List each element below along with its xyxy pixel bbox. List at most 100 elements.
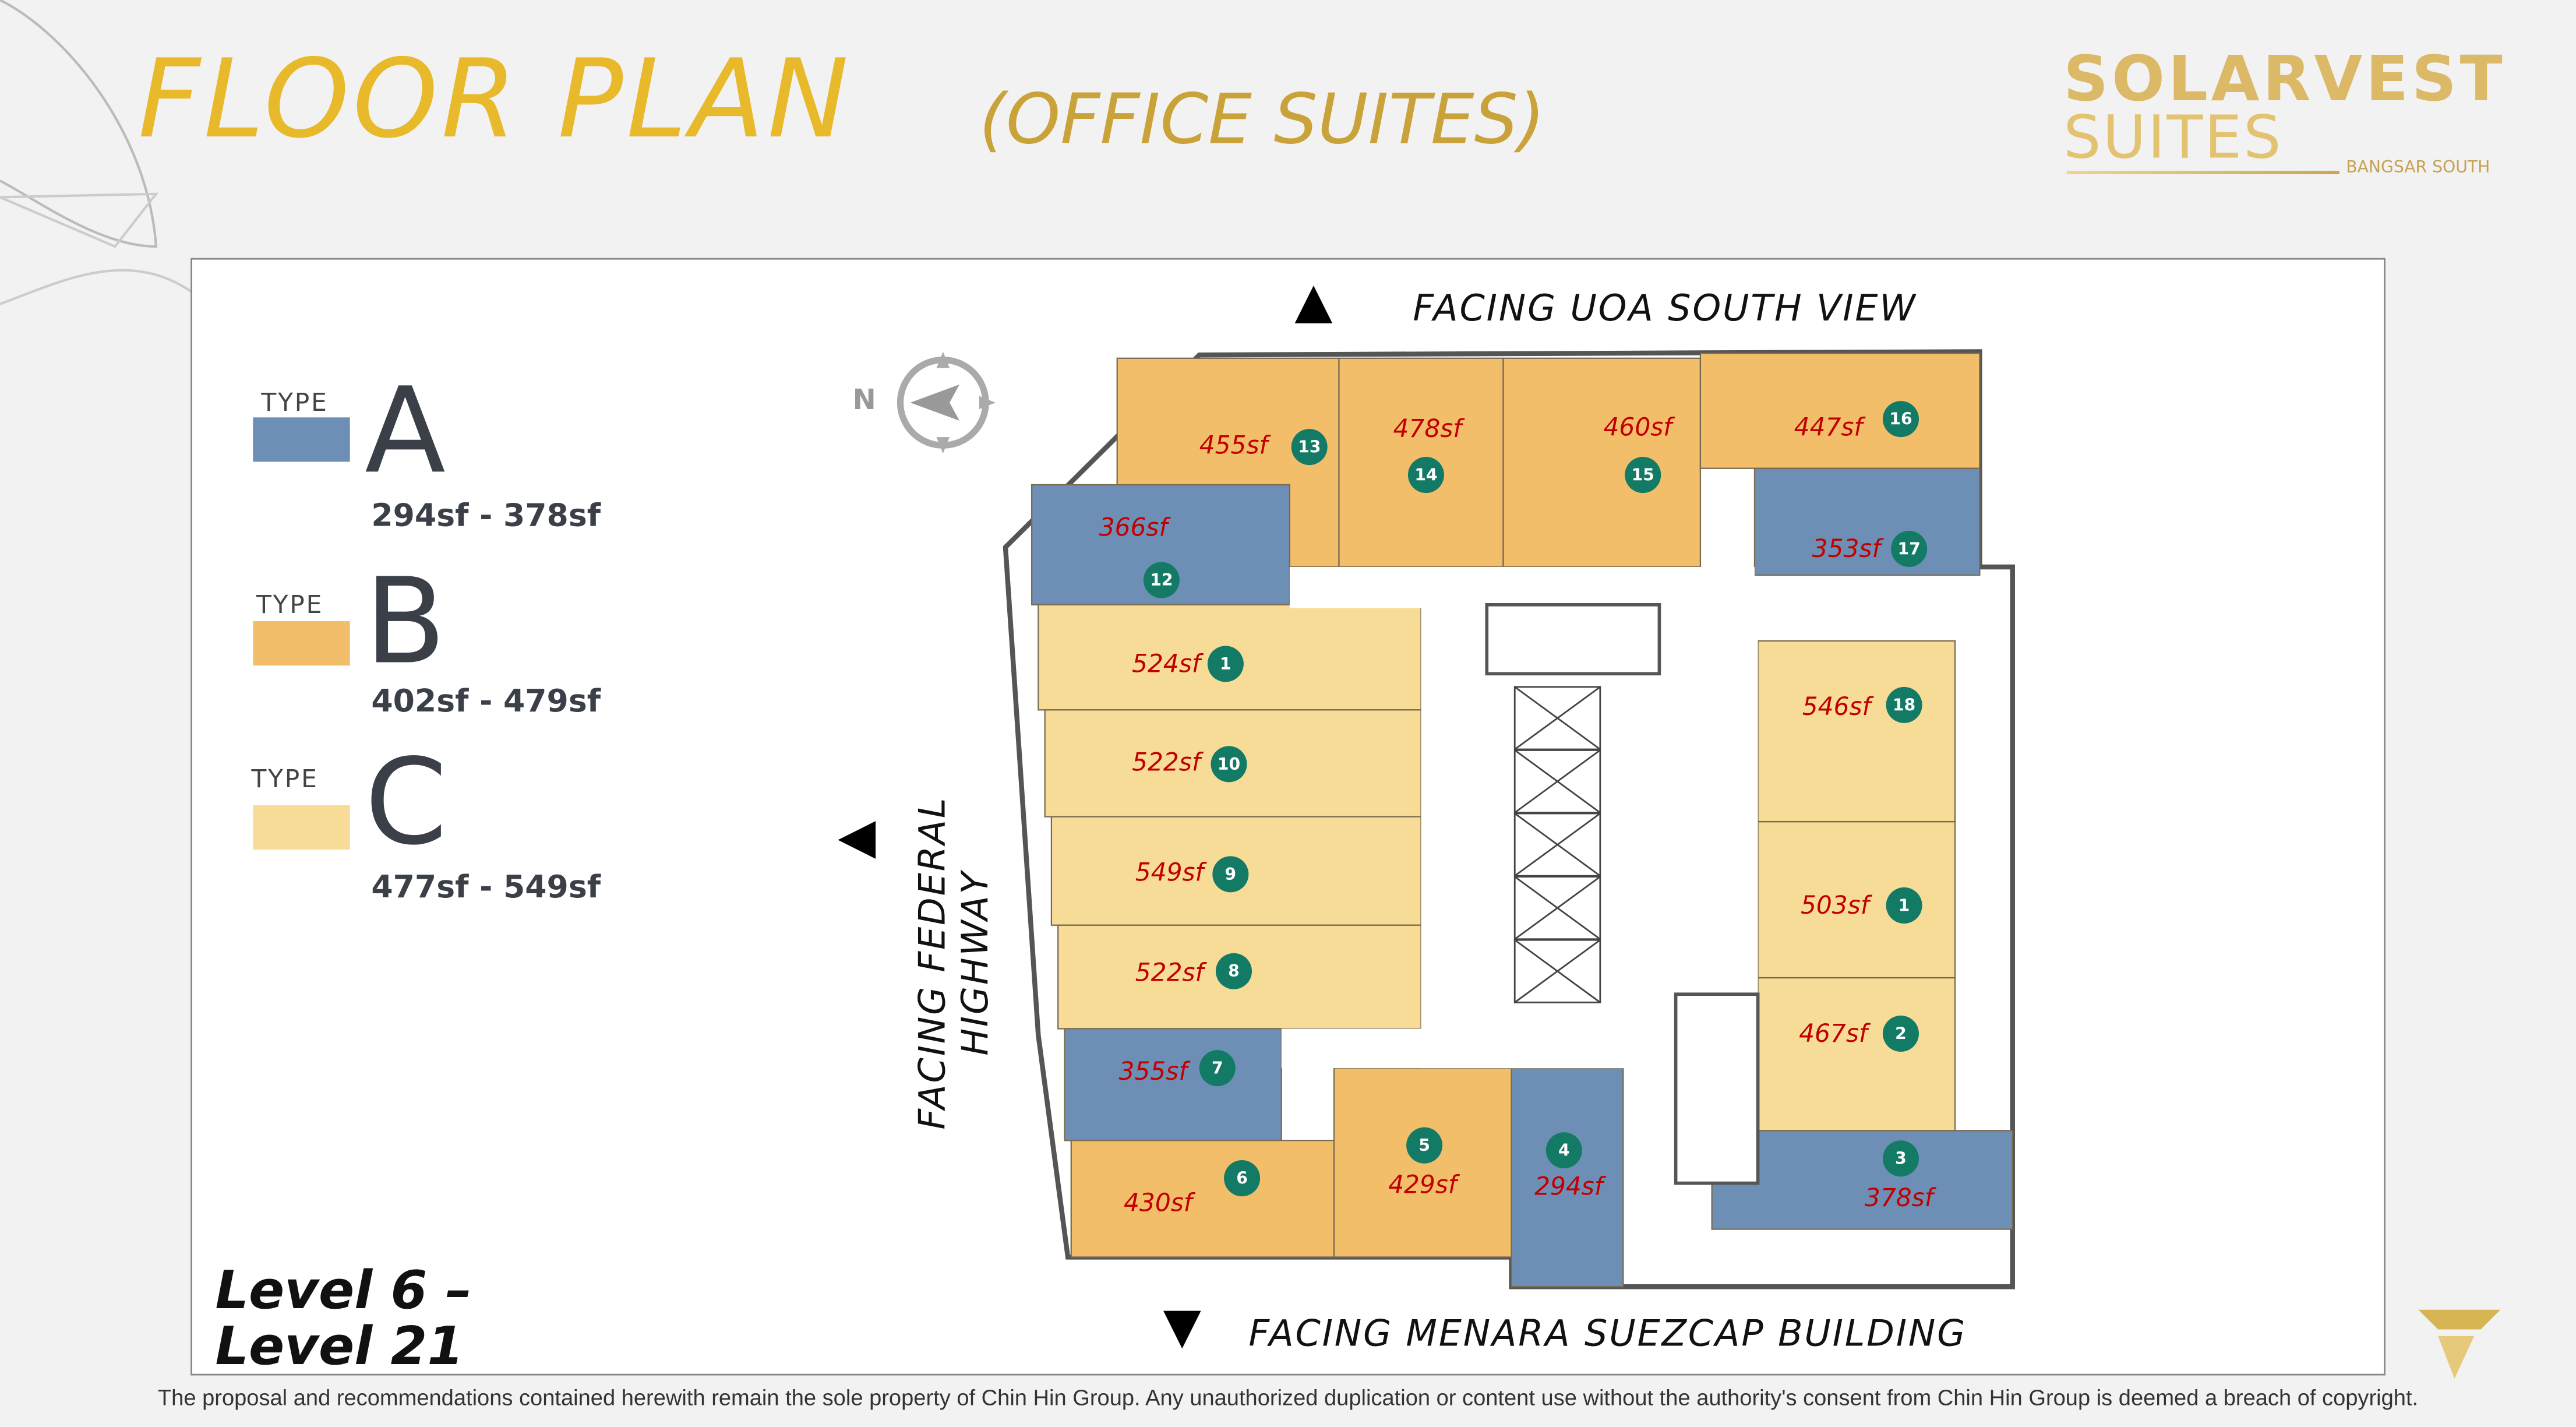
unit-16[interactable]: 447sf 16: [1699, 353, 1981, 469]
unit-area-fill: [1070, 1140, 1335, 1258]
unit-number: 12: [1150, 570, 1173, 590]
unit-number: 1: [1220, 654, 1231, 674]
unit-number-badge: [1545, 1132, 1582, 1169]
decorative-leaf-icon: [0, 0, 198, 305]
logo-text-suites: SUITES: [2063, 105, 2283, 173]
unit-area-fill: [1757, 820, 1956, 979]
unit-size-label: 467sf: [1799, 1019, 1871, 1048]
unit-number: 10: [1218, 755, 1240, 774]
arrow-up-icon: ▲: [1294, 273, 1333, 330]
legend-a-letter: A: [365, 361, 446, 500]
unit-number-badge: [1882, 401, 1919, 438]
unit-number: 8: [1228, 961, 1240, 981]
unit-size-label: 455sf: [1199, 431, 1272, 459]
unit-number-badge: [1143, 562, 1180, 598]
unit-number-badge: [1407, 457, 1444, 494]
page-title: FLOOR PLAN: [137, 36, 852, 163]
unit-number-badge: [1406, 1127, 1443, 1164]
unit-number: 16: [1889, 410, 1912, 429]
unit-number: 14: [1414, 466, 1437, 485]
unit-number: 17: [1897, 539, 1920, 558]
compass-north-label: N: [852, 384, 876, 418]
unit-size-label: 430sf: [1124, 1188, 1196, 1217]
unit-size-label: 503sf: [1801, 891, 1873, 919]
unit-number-badge: [1882, 1140, 1919, 1177]
legend-b-swatch: [253, 621, 350, 666]
unit-size-label: 522sf: [1135, 959, 1208, 987]
level-label: Level 6 – Level 21: [215, 1259, 472, 1377]
unit-area-fill: [1064, 1028, 1282, 1141]
unit-number-badge: [1625, 457, 1661, 494]
logo-text-location: BANGSAR SOUTH: [2346, 159, 2490, 178]
unit-number-badge: [1199, 1050, 1236, 1087]
stairwell-top: [1485, 603, 1661, 676]
legend-b-letter: B: [365, 552, 446, 690]
unit-size-label: 524sf: [1132, 649, 1204, 678]
unit-size-label: 353sf: [1812, 534, 1885, 563]
unit-number: 1: [1899, 896, 1910, 915]
unit-number: 2: [1895, 1024, 1907, 1043]
unit-number-badge: [1882, 1015, 1919, 1052]
unit-number-badge: [1224, 1160, 1261, 1197]
unit-size-label: 366sf: [1099, 513, 1171, 541]
legend-a-type-label: TYPE: [261, 387, 329, 418]
arrow-down-icon: ▼: [1163, 1298, 1201, 1356]
stairwell-bottom: [1674, 992, 1760, 1185]
unit-number-badge: [1212, 856, 1249, 893]
logo-underline: [2066, 171, 2339, 174]
unit-number: 13: [1298, 438, 1321, 457]
unit-10[interactable]: 522sf 10: [1044, 709, 1422, 818]
unit-area-fill: [1699, 353, 1981, 469]
unit-area-fill: [1502, 357, 1702, 568]
unit-number-badge: [1291, 429, 1328, 466]
unit-17[interactable]: 353sf 17: [1753, 467, 1981, 576]
unit-area-fill: [1711, 1130, 2013, 1230]
unit-2[interactable]: 467sf 2: [1757, 977, 1956, 1132]
unit-number: 5: [1418, 1136, 1430, 1155]
unit-number: 18: [1893, 695, 1915, 714]
unit-area-fill: [1753, 467, 1981, 576]
unit-12[interactable]: 366sf 12: [1031, 484, 1290, 605]
unit-1[interactable]: 524sf 1: [1038, 604, 1422, 711]
unit-number-badge: [1886, 887, 1922, 924]
facing-bottom-label: FACING MENARA SUEZCAP BUILDING: [1248, 1315, 1967, 1356]
legend-c-letter: C: [365, 732, 447, 871]
page-subtitle: (OFFICE SUITES): [979, 79, 1545, 160]
unit-number: 4: [1558, 1141, 1570, 1160]
unit-8[interactable]: 522sf 8: [1057, 924, 1422, 1030]
unit-number-badge: [1891, 530, 1928, 567]
legend-c-range: 477sf - 549sf: [371, 869, 601, 905]
unit-number-badge: [1215, 953, 1252, 989]
unit-number: 7: [1212, 1059, 1223, 1078]
unit-size-label: 549sf: [1135, 858, 1208, 887]
facing-top-label: FACING UOA SOUTH VIEW: [1413, 289, 1917, 330]
unit-size-label: 355sf: [1119, 1057, 1191, 1086]
lift-shaft: [1513, 876, 1601, 940]
unit-size-label: 378sf: [1865, 1183, 1937, 1212]
legend-c-type-label: TYPE: [251, 764, 319, 794]
unit-7[interactable]: 355sf 7: [1064, 1028, 1282, 1141]
unit-size-label: 460sf: [1604, 413, 1676, 441]
chin-hin-logo-icon: [2418, 1309, 2501, 1379]
unit-number-badge: [1886, 686, 1922, 723]
unit-1[interactable]: 503sf 1: [1757, 820, 1956, 979]
unit-18[interactable]: 546sf 18: [1757, 640, 1956, 823]
legend-a-swatch: [253, 417, 350, 462]
lift-shaft: [1513, 812, 1601, 877]
unit-3[interactable]: 378sf 3: [1711, 1130, 2013, 1230]
lift-shaft: [1513, 686, 1601, 751]
unit-size-label: 522sf: [1132, 748, 1204, 777]
unit-number: 3: [1895, 1149, 1907, 1168]
unit-size-label: 447sf: [1794, 413, 1866, 441]
unit-size-label: 546sf: [1802, 692, 1875, 721]
legend-c-swatch: [253, 805, 350, 850]
facing-left-label: FACING FEDERAL HIGHWAY: [913, 796, 997, 1130]
